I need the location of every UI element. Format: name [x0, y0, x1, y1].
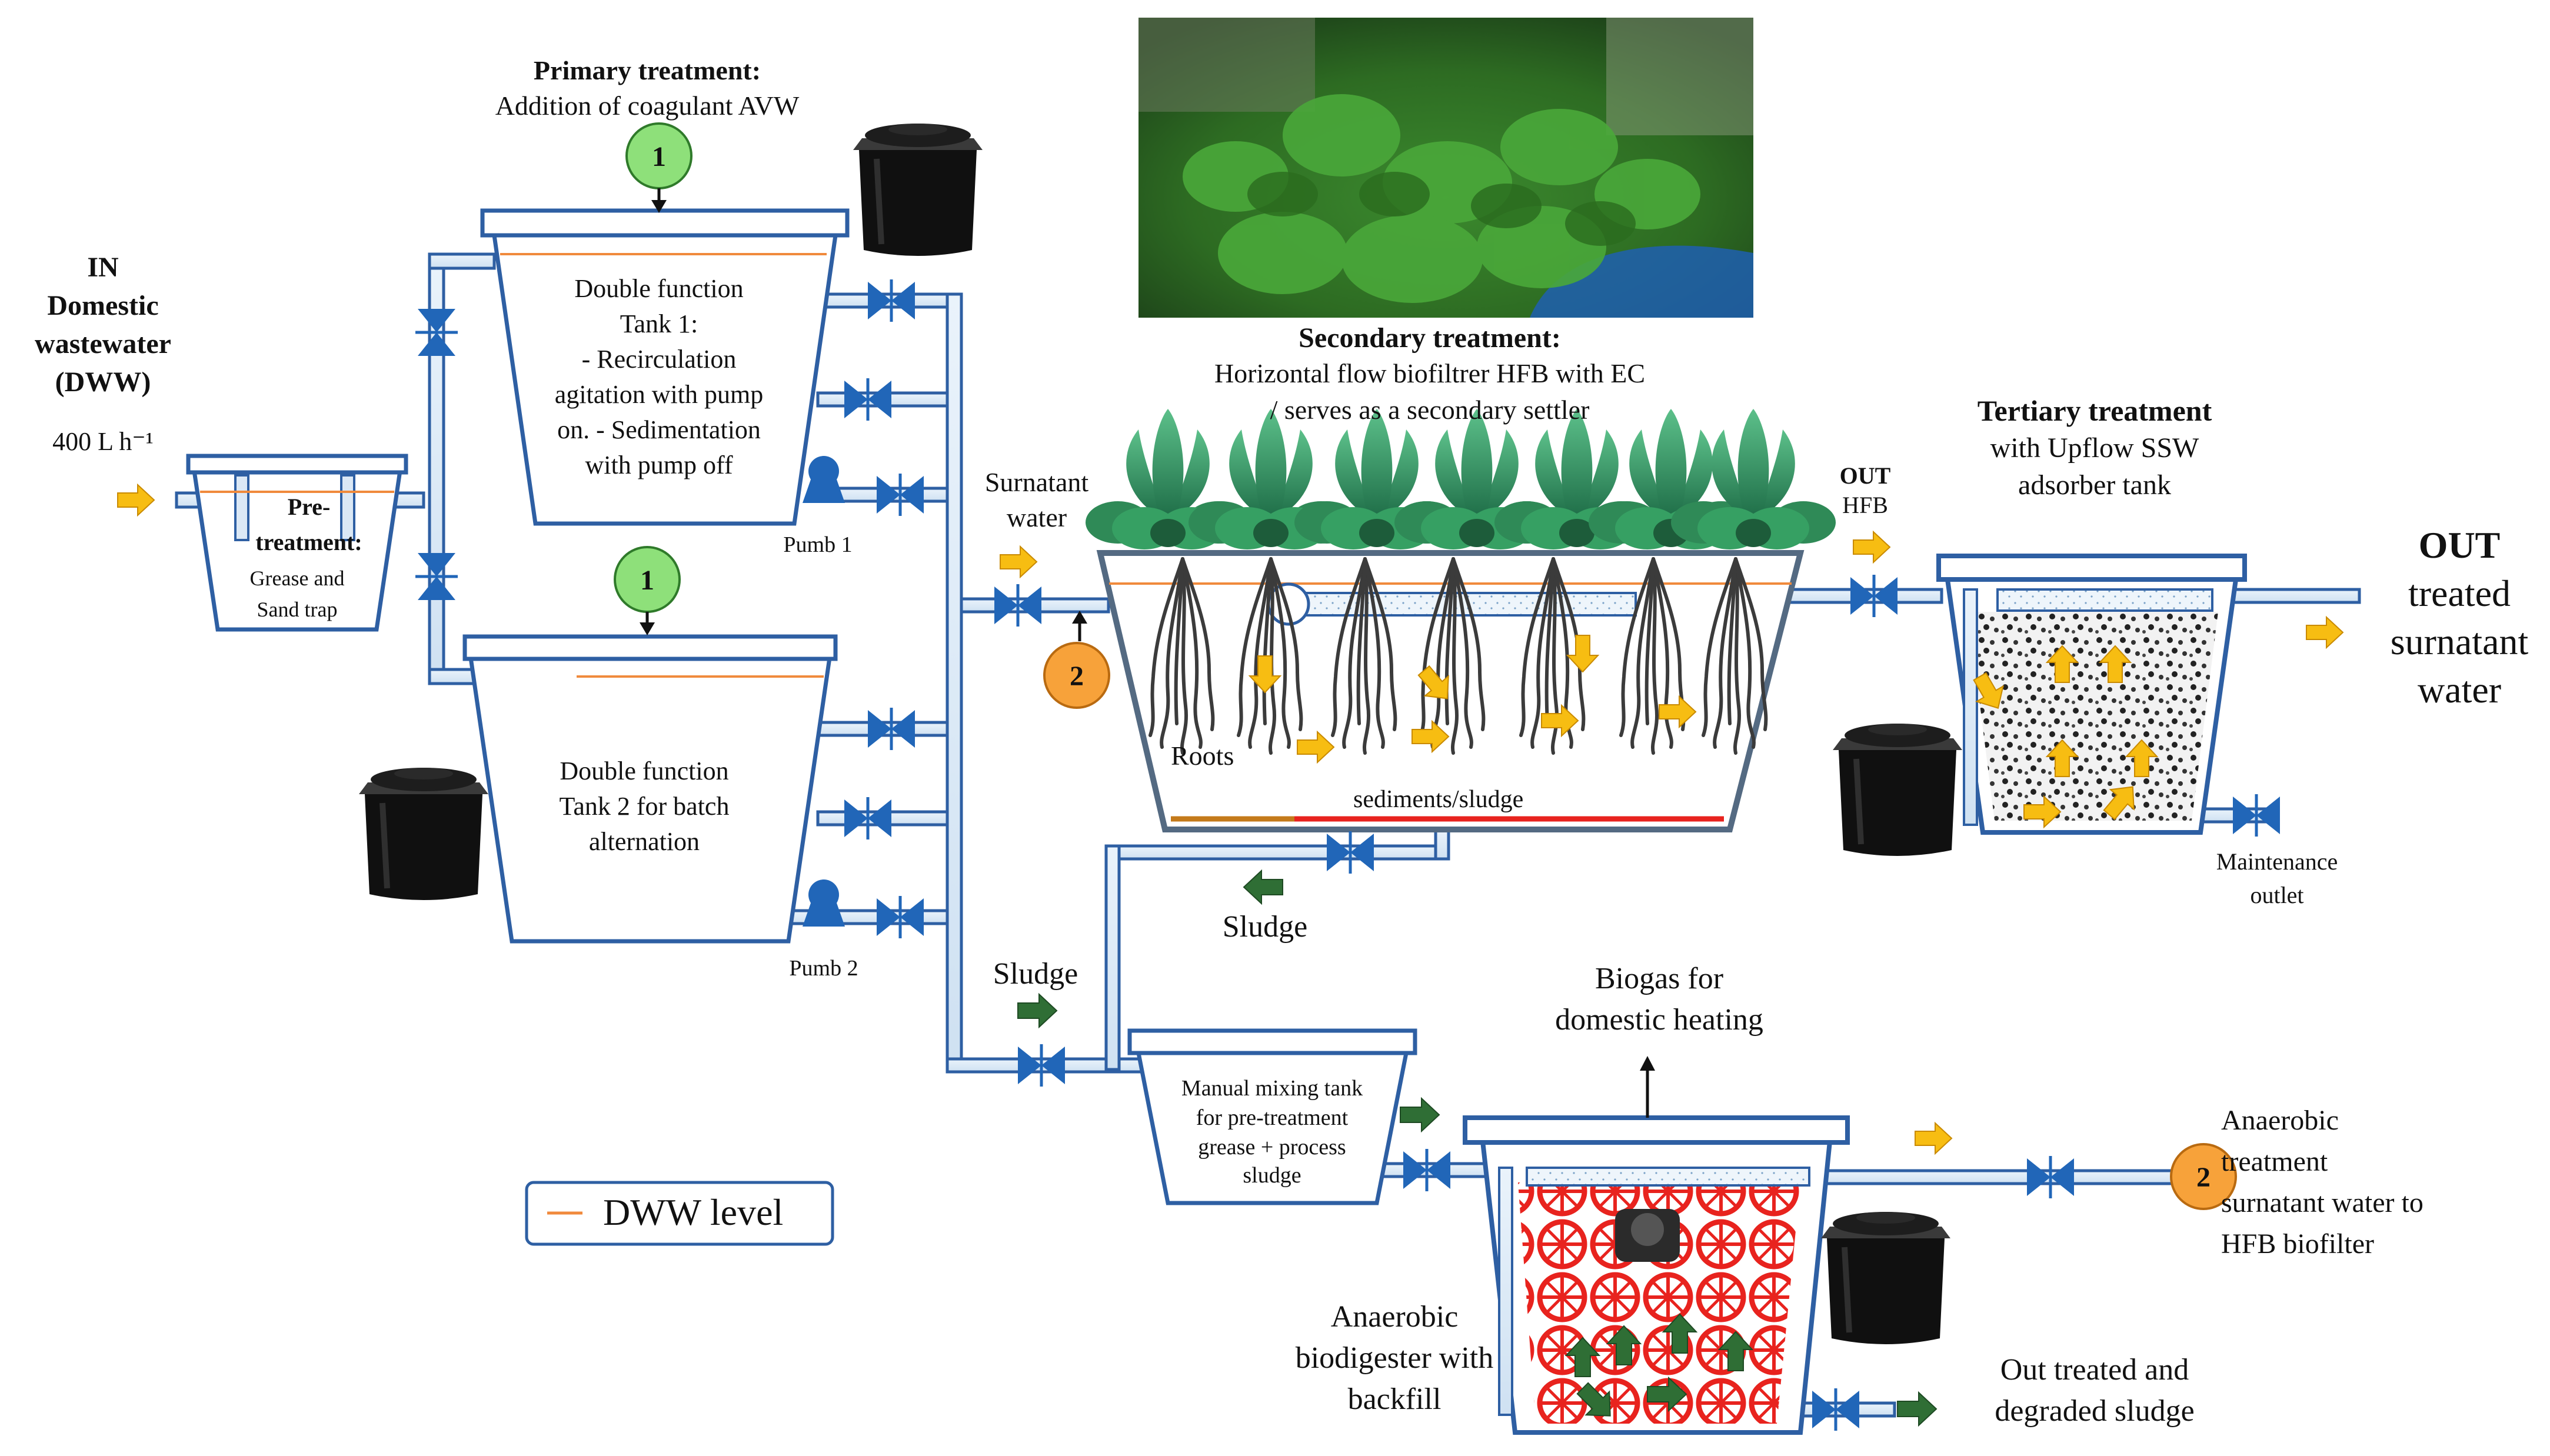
svg-text:IN: IN: [87, 252, 119, 283]
svg-text:Grease and: Grease and: [250, 567, 345, 590]
marker-1-top: 1: [625, 122, 693, 213]
svg-text:Pre-: Pre-: [288, 494, 331, 520]
svg-text:sediments/sludge: sediments/sludge: [1353, 786, 1523, 813]
svg-text:(DWW): (DWW): [55, 367, 151, 398]
svg-text:with pump off: with pump off: [585, 451, 733, 479]
svg-text:Biogas for: Biogas for: [1595, 962, 1723, 995]
tertiary-title: Tertiary treatment: [1978, 394, 2212, 427]
svg-text:degraded sludge: degraded sludge: [1995, 1394, 2194, 1428]
svg-text:Anaerobic: Anaerobic: [2221, 1105, 2339, 1136]
manual-mixing-tank: [1127, 1028, 1417, 1205]
svg-text:treatment:: treatment:: [255, 529, 362, 555]
svg-text:domestic heating: domestic heating: [1555, 1003, 1763, 1037]
svg-text:Pumb 1: Pumb 1: [783, 532, 852, 557]
svg-text:OUT: OUT: [2419, 524, 2501, 566]
flow-rate: 400 L h⁻¹: [52, 427, 154, 456]
legend-label: DWW level: [603, 1191, 783, 1233]
anaerobic-digester: [1463, 1056, 1850, 1435]
svg-text:Anaerobic: Anaerobic: [1331, 1300, 1459, 1334]
svg-text:biodigester with: biodigester with: [1296, 1341, 1494, 1375]
svg-text:water: water: [1007, 502, 1067, 532]
svg-text:treatment: treatment: [2221, 1146, 2328, 1177]
secondary-title: Secondary treatment:: [1299, 322, 1561, 354]
svg-text:on. - Sedimentation: on. - Sedimentation: [557, 415, 761, 444]
svg-text:Out treated and: Out treated and: [2000, 1353, 2189, 1387]
svg-text:2: 2: [1070, 661, 1084, 692]
svg-text:Roots: Roots: [1171, 741, 1234, 771]
svg-text:surnatant water to: surnatant water to: [2221, 1187, 2424, 1218]
tertiary-adsorber-tank: [1936, 554, 2247, 835]
svg-text:with Upflow SSW: with Upflow SSW: [1990, 432, 2199, 464]
primary-subtitle: Addition of coagulant AVW: [495, 91, 800, 121]
svg-text:outlet: outlet: [2250, 882, 2303, 908]
svg-text:backfill: backfill: [1348, 1382, 1442, 1416]
svg-text:Tank 1:: Tank 1:: [620, 309, 698, 338]
svg-text:Sludge: Sludge: [993, 957, 1078, 991]
svg-text:sludge: sludge: [1243, 1163, 1301, 1188]
svg-text:2: 2: [2196, 1162, 2211, 1193]
svg-text:treated: treated: [2408, 572, 2511, 614]
svg-text:Surnatant: Surnatant: [985, 467, 1089, 497]
pretreatment-tank: [186, 454, 408, 632]
tank-2: [462, 634, 838, 944]
svg-text:Sludge: Sludge: [1223, 910, 1307, 944]
svg-text:Pumb 2: Pumb 2: [789, 956, 858, 981]
svg-text:HFB: HFB: [1842, 492, 1888, 518]
legend: DWW level: [525, 1181, 834, 1246]
water-hyacinth-icon: [1086, 409, 1836, 549]
svg-text:alternation: alternation: [589, 827, 700, 856]
svg-text:adsorber tank: adsorber tank: [2018, 469, 2171, 501]
marker-1-bottom: 1: [614, 546, 681, 635]
svg-text:HFB biofilter: HFB biofilter: [2221, 1228, 2374, 1260]
photo-of-plants: [1138, 18, 1753, 318]
svg-text:1: 1: [652, 141, 666, 172]
svg-text:- Recirculation: - Recirculation: [582, 345, 737, 374]
svg-text:Sand trap: Sand trap: [257, 598, 338, 621]
primary-title: Primary treatment:: [534, 55, 761, 85]
marker-2-digester: 2: [2170, 1143, 2237, 1210]
svg-text:Double function: Double function: [560, 757, 728, 785]
tank-1: [480, 208, 850, 526]
svg-text:water: water: [2418, 669, 2501, 711]
svg-text:1: 1: [640, 565, 654, 596]
svg-text:Tank 2 for batch: Tank 2 for batch: [560, 792, 730, 821]
text-labels: Primary treatment: Addition of coagulant…: [35, 55, 2528, 1428]
svg-text:Horizontal flow biofiltrer HFB: Horizontal flow biofiltrer HFB with EC: [1214, 358, 1645, 388]
svg-text:/ serves as a secondary settle: / serves as a secondary settler: [1270, 395, 1590, 425]
svg-text:agitation with pump: agitation with pump: [555, 380, 763, 409]
marker-2-hfb: 2: [1043, 611, 1110, 709]
svg-text:Maintenance: Maintenance: [2216, 848, 2338, 875]
svg-text:OUT: OUT: [1840, 462, 1891, 489]
svg-text:Manual mixing tank: Manual mixing tank: [1181, 1076, 1363, 1101]
svg-text:wastewater: wastewater: [35, 328, 171, 359]
svg-text:surnatant: surnatant: [2391, 621, 2529, 662]
svg-text:for pre-treatment: for pre-treatment: [1196, 1105, 1349, 1130]
svg-text:Domestic: Domestic: [47, 290, 158, 321]
svg-text:grease + process: grease + process: [1198, 1135, 1346, 1160]
svg-text:Double function: Double function: [574, 274, 743, 303]
